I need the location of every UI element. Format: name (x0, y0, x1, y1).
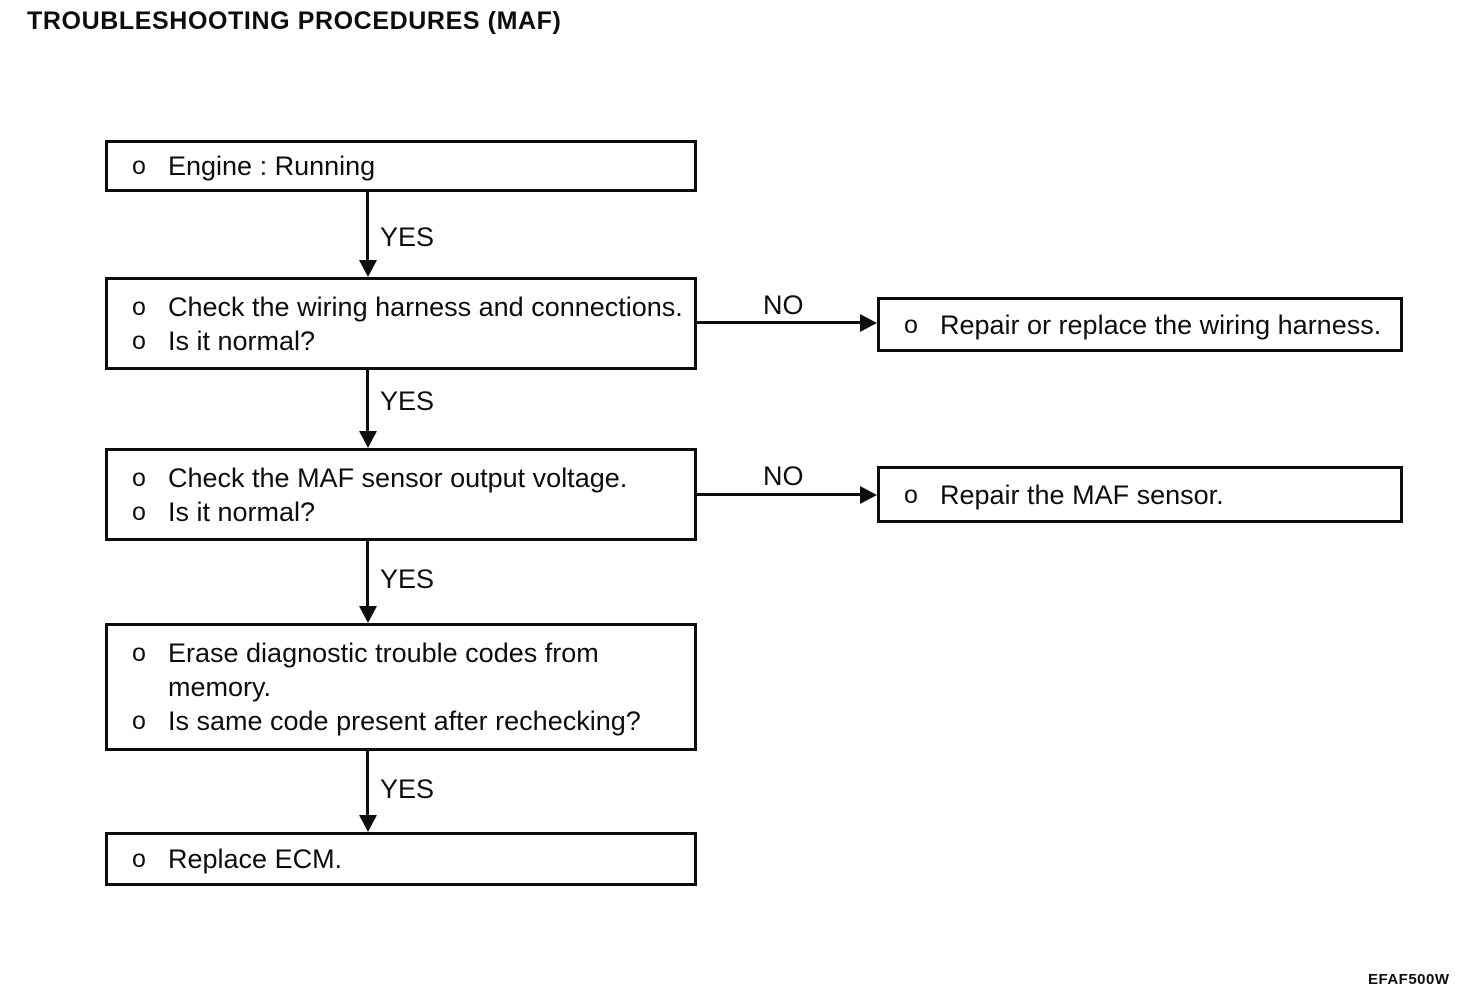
no-label-2: NO (763, 461, 804, 491)
item-text: Repair or replace the wiring harness. (940, 309, 1382, 340)
page-title: TROUBLESHOOTING PROCEDURES (MAF) (27, 7, 562, 35)
node-replace-ecm: o Replace ECM. (105, 832, 697, 886)
connector-line-3 (366, 541, 369, 609)
arrowhead-down-icon-3 (359, 606, 377, 623)
arrowhead-right-icon-2 (860, 486, 877, 504)
bullet-marker: o (904, 480, 918, 509)
bullet-item: o Replace ECM. (108, 842, 694, 876)
node-erase-codes: o Erase diagnostic trouble codes from me… (105, 623, 697, 751)
bullet-item: o Is it normal? (108, 495, 694, 529)
node-engine-running: o Engine : Running (105, 140, 697, 192)
connector-line-1 (366, 192, 369, 263)
bullet-marker: o (132, 639, 146, 667)
connector-line-2 (366, 370, 369, 434)
bullet-marker: o (132, 497, 146, 526)
figure-code: EFAF500W (1368, 971, 1450, 988)
bullet-item: o Check the wiring harness and connectio… (108, 290, 694, 324)
arrowhead-down-icon-1 (359, 260, 377, 277)
node-repair-wiring: o Repair or replace the wiring harness. (877, 297, 1403, 352)
bullet-marker: o (904, 310, 918, 339)
item-text: Erase diagnostic trouble codes from memo… (168, 638, 599, 702)
no-connector-line-2 (697, 493, 863, 496)
no-connector-line-1 (697, 321, 863, 324)
arrowhead-right-icon-1 (860, 314, 877, 332)
item-text: Check the wiring harness and connections… (168, 291, 683, 322)
arrowhead-down-icon-2 (359, 431, 377, 448)
bullet-marker: o (132, 326, 146, 355)
bullet-marker: o (132, 707, 146, 735)
bullet-marker: o (132, 463, 146, 492)
yes-label-4: YES (380, 774, 435, 804)
yes-label-3: YES (380, 564, 435, 594)
node-check-maf: o Check the MAF sensor output voltage. o… (105, 448, 697, 541)
yes-label-1: YES (380, 222, 435, 252)
node-repair-maf: o Repair the MAF sensor. (877, 466, 1403, 523)
bullet-item: o Erase diagnostic trouble codes from me… (108, 636, 694, 704)
item-text: Replace ECM. (168, 844, 343, 874)
bullet-item: o Engine : Running (108, 149, 694, 183)
connector-line-4 (366, 751, 369, 818)
bullet-item: o Is same code present after rechecking? (108, 704, 694, 738)
bullet-marker: o (132, 152, 146, 180)
node-check-wiring: o Check the wiring harness and connectio… (105, 277, 697, 370)
item-text: Check the MAF sensor output voltage. (168, 462, 628, 493)
bullet-item: o Check the MAF sensor output voltage. (108, 461, 694, 495)
bullet-marker: o (132, 292, 146, 321)
arrowhead-down-icon-4 (359, 815, 377, 832)
bullet-item: o Repair or replace the wiring harness. (880, 308, 1400, 342)
bullet-item: o Repair the MAF sensor. (880, 478, 1400, 512)
bullet-item: o Is it normal? (108, 324, 694, 358)
item-text: Engine : Running (168, 151, 376, 181)
item-text: Is same code present after rechecking? (168, 706, 641, 736)
no-label-1: NO (763, 290, 804, 320)
bullet-marker: o (132, 845, 146, 873)
item-text: Repair the MAF sensor. (940, 479, 1224, 510)
item-text: Is it normal? (168, 325, 316, 356)
item-text: Is it normal? (168, 496, 316, 527)
yes-label-2: YES (380, 386, 435, 416)
